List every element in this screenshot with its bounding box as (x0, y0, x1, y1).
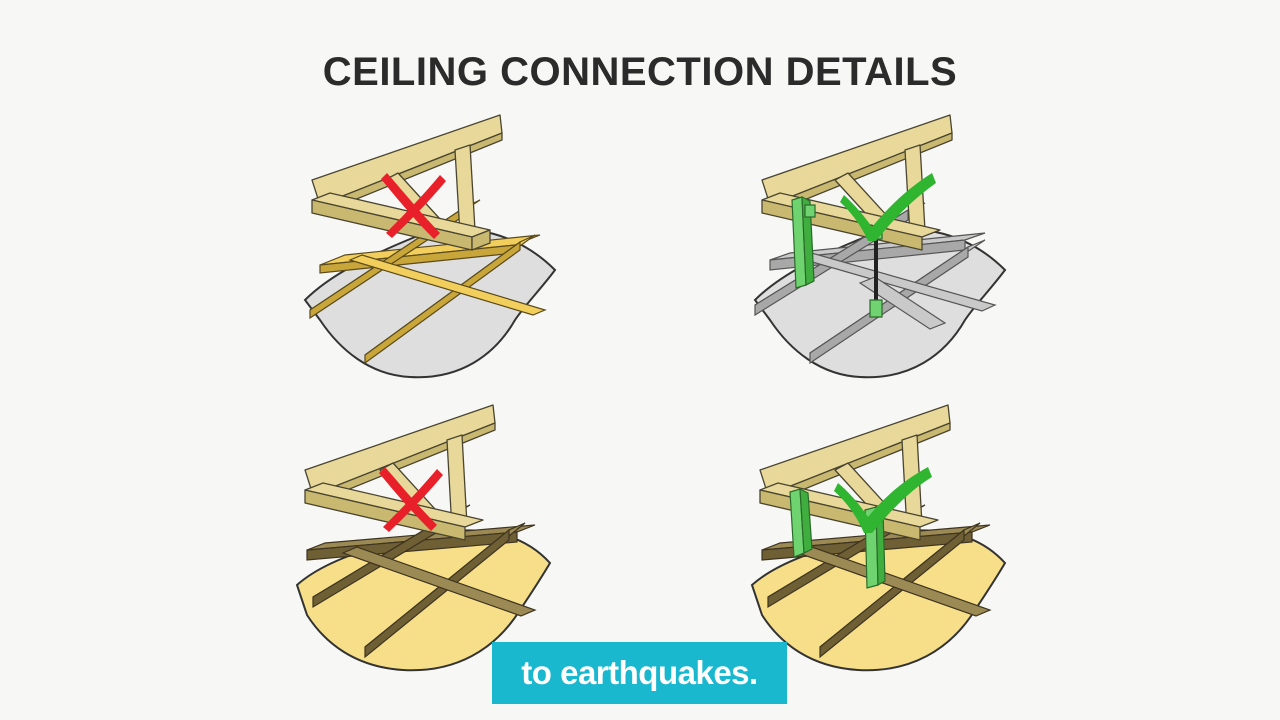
x-mark-icon (379, 467, 443, 532)
ceiling-joist (341, 546, 537, 617)
x-mark-icon (381, 173, 446, 239)
panel-top-left-incorrect (290, 105, 570, 385)
page-title: CEILING CONNECTION DETAILS (322, 50, 958, 94)
panel-bottom-left-incorrect (285, 395, 565, 675)
ceiling-joist (364, 528, 510, 659)
green-bracket (804, 204, 816, 218)
diagram-ceiling-timber-joists-unconnected (295, 404, 552, 672)
ceiling-joist (819, 528, 965, 659)
ceiling-batten (348, 254, 547, 316)
truss-web (454, 144, 476, 236)
check-mark-icon (834, 467, 932, 533)
diagram-ceiling-steel-channels-connected (753, 114, 1007, 379)
diagram-ceiling-timber-battens-unconnected (303, 114, 557, 379)
green-clip (869, 299, 883, 318)
panel-top-right-correct (740, 105, 1020, 385)
truss-bottom-chord (471, 229, 491, 251)
steel-channel (858, 276, 947, 330)
caption-subtitle: to earthquakes. (492, 642, 787, 704)
truss-bottom-chord (304, 489, 466, 541)
green-hanger (799, 487, 813, 554)
check-mark-icon (840, 173, 936, 241)
ceiling-batten (364, 240, 521, 365)
diagram-ceiling-timber-joists-connected (750, 404, 1007, 672)
panel-bottom-right-correct (740, 395, 1020, 675)
green-hanger (801, 196, 815, 286)
